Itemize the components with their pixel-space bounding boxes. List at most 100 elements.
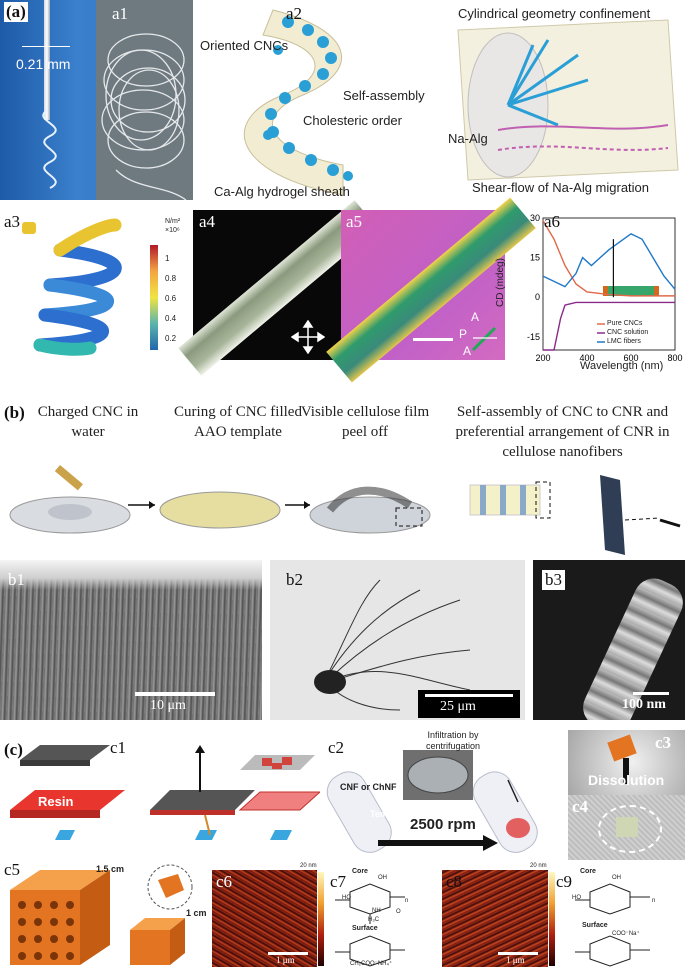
- c7-o: O: [396, 909, 401, 915]
- c7-substituent: CH₂COO⁻NH₄⁺: [350, 961, 393, 967]
- c5-dim-2: 1 cm: [186, 908, 207, 918]
- a6-fiber-inset: [603, 286, 659, 296]
- c9-structure: [575, 883, 650, 967]
- a6-ytick-0: 30: [530, 213, 540, 223]
- c4-dashed-circle: [598, 805, 662, 853]
- c9-substituent: COO⁻Na⁺: [612, 931, 640, 937]
- c6-scalebar: [268, 952, 308, 955]
- b-droplet: [48, 504, 92, 520]
- a2-hydrogel-diagram: [243, 9, 353, 196]
- panel-a6-label: a6: [544, 212, 561, 231]
- a3-tick-02: 0.2: [165, 334, 177, 343]
- c6-zscale: 20 nm: [300, 863, 317, 869]
- panel-c-label: (c): [4, 740, 23, 759]
- c7-ho: HO: [342, 895, 351, 901]
- a3-exp: ×10⁶: [165, 227, 180, 234]
- b-aao-template: [159, 491, 281, 529]
- a5-micrograph: A P A: [326, 197, 536, 383]
- c7-n: n: [405, 898, 409, 904]
- c2-rpm: 2500 rpm: [410, 816, 476, 833]
- b1-sem: [0, 560, 262, 720]
- b-cellulose-film: [309, 496, 431, 534]
- panel-b2-label: b2: [286, 570, 303, 589]
- c9-ho: HO: [572, 895, 581, 901]
- panel-a-label: (a): [4, 2, 28, 22]
- c4-film: [616, 817, 638, 837]
- b-step-1: Charged CNC in water: [37, 404, 139, 440]
- c9-n: n: [652, 898, 656, 904]
- panel-b-label: (b): [4, 403, 25, 422]
- a3-tick-08: 0.8: [165, 274, 177, 283]
- c8-scale-text: 1 μm: [506, 955, 525, 965]
- b2-fibers: [314, 579, 471, 711]
- a6-ytick-3: -15: [527, 332, 540, 342]
- b-process-diagram: [9, 465, 681, 555]
- c4-photo: [568, 795, 685, 860]
- b3-scale-text: 100 nm: [622, 697, 666, 712]
- a5-lambda-arrow: [471, 326, 497, 352]
- c8-zscale: 20 nm: [530, 863, 547, 869]
- b-step-2: Curing of CNC filled AAO template: [174, 404, 302, 440]
- panel-c4-label: c4: [572, 797, 589, 816]
- panel-c9-label: c9: [556, 872, 573, 891]
- panel-b1-label: b1: [8, 570, 25, 589]
- c7-core: Core: [352, 868, 368, 875]
- a1-spiral-fiber: [42, 110, 57, 189]
- c2-centrifuge: [326, 750, 538, 853]
- b1-top-fringe: [0, 560, 262, 590]
- a3-spring: [22, 218, 122, 356]
- a2-shear-flow: Shear-flow of Na-Alg migration: [472, 180, 650, 195]
- c3-arrow: [623, 758, 629, 784]
- a1-coil-fibers: [101, 33, 187, 201]
- a6-xtick-2: 600: [623, 353, 638, 363]
- panel-c7-label: c7: [330, 872, 347, 891]
- c5-dim-1: 1.5 cm: [96, 864, 125, 874]
- a3-unit: N/m²: [165, 218, 181, 225]
- b2-scalebar: [425, 694, 513, 697]
- a6-series-1: [543, 301, 675, 351]
- a6-series-0: [542, 220, 675, 297]
- a4-micrograph: [178, 200, 378, 376]
- c6-colorbar: [318, 872, 324, 966]
- a6-legend-lmc: LMC fibers: [607, 338, 641, 345]
- b1-scalebar-line: [135, 693, 215, 696]
- a1-coil-photo: [96, 0, 193, 201]
- c9-surface: Surface: [582, 922, 608, 929]
- panel-c2-label: c2: [328, 738, 345, 757]
- a5-scalebar: [413, 338, 453, 341]
- a6-xlabel: Wavelength (nm): [580, 360, 664, 372]
- a2-na-alg: Na-Alg: [448, 131, 488, 146]
- c7-surface: Surface: [352, 925, 378, 932]
- c1-fabrication: [10, 745, 320, 840]
- a6-inset-cap-right: [654, 286, 659, 296]
- b-step-4: Self-assembly of CNC to CNR and preferen…: [455, 404, 670, 460]
- c6-afm: [212, 870, 317, 967]
- panel-c8-label: c8: [446, 872, 463, 891]
- c3-scaffold: [607, 734, 637, 762]
- c1-resin-label: Resin: [38, 794, 74, 809]
- c2-infiltration: Infiltration by centrifugation: [425, 730, 481, 751]
- panel-a4-label: a4: [199, 212, 216, 231]
- c3-dissolution: Dissolution: [588, 772, 665, 788]
- a6-ytick-1: 15: [530, 253, 540, 263]
- a6-xtick-1: 400: [579, 353, 594, 363]
- a3-simulation: [0, 210, 193, 360]
- a4-crosspolar-icon: [291, 320, 325, 354]
- a5-polarizer-p: P: [459, 327, 468, 341]
- b-pipette: [54, 465, 83, 491]
- a2-sheath: Ca-Alg hydrogel sheath: [214, 184, 350, 199]
- c8-scalebar: [498, 952, 538, 955]
- a6-plot-frame: [542, 217, 676, 351]
- panel-c1-label: c1: [110, 738, 127, 757]
- a1-measure: 0.21 mm: [16, 56, 71, 72]
- a2-oriented-cncs: Oriented CNCs: [200, 38, 289, 53]
- a6-inset-cap-left: [603, 286, 608, 296]
- a3-tick-1: 1: [165, 254, 170, 263]
- a6-ytick-2: 0: [535, 292, 540, 302]
- a6-xtick-0: 200: [535, 353, 550, 363]
- c7-nh: NH: [372, 908, 381, 914]
- a5-analyzer-a2: A: [463, 344, 472, 358]
- panel-c6-label: c6: [216, 872, 233, 891]
- a3-colorbar: [150, 245, 158, 350]
